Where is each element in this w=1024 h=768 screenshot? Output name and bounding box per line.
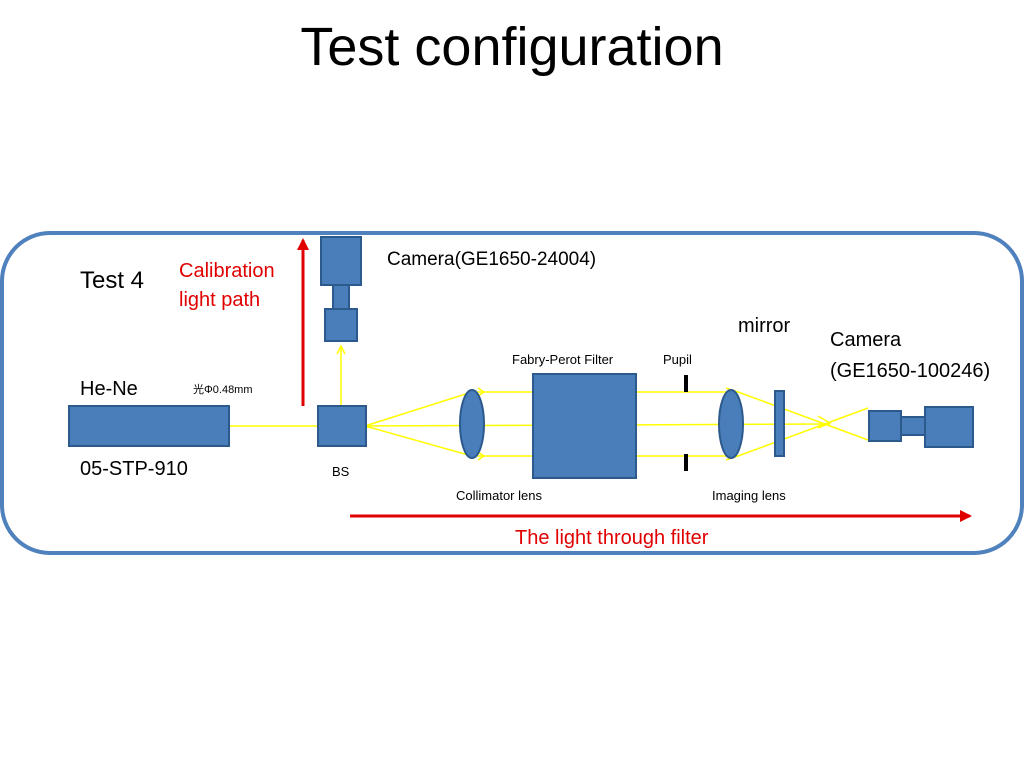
fabry-perot-label: Fabry-Perot Filter — [512, 352, 614, 367]
pupil-label: Pupil — [663, 352, 692, 367]
beam-splitter — [317, 405, 367, 447]
collimator-lens — [459, 389, 485, 459]
laser-model-label: 05-STP-910 — [80, 458, 188, 480]
imaging-label: Imaging lens — [712, 488, 786, 503]
camera-right-label-line1: Camera — [830, 329, 902, 351]
mirror-label: mirror — [738, 315, 791, 337]
camera-top-label: Camera(GE1650-24004) — [387, 249, 596, 270]
through-filter-label: The light through filter — [515, 527, 709, 549]
collimator-label: Collimator lens — [456, 488, 542, 503]
laser-name-label: He-Ne — [80, 378, 138, 400]
slide-title: Test configuration — [300, 17, 724, 77]
bs-label: BS — [332, 464, 350, 479]
test-label: Test 4 — [80, 267, 144, 294]
camera-right — [868, 406, 974, 448]
calibration-label-line1: Calibration — [179, 260, 275, 282]
imaging-lens — [718, 389, 744, 459]
fabry-perot-filter — [532, 373, 637, 479]
beam-diameter-label: 光Φ0.48mm — [193, 382, 253, 396]
he-ne-laser — [68, 405, 230, 447]
camera-top — [320, 236, 362, 342]
mirror — [774, 390, 785, 457]
camera-right-label-line2: (GE1650-100246) — [830, 360, 990, 382]
calibration-label-line2: light path — [179, 289, 260, 311]
setup-frame — [0, 231, 1024, 555]
